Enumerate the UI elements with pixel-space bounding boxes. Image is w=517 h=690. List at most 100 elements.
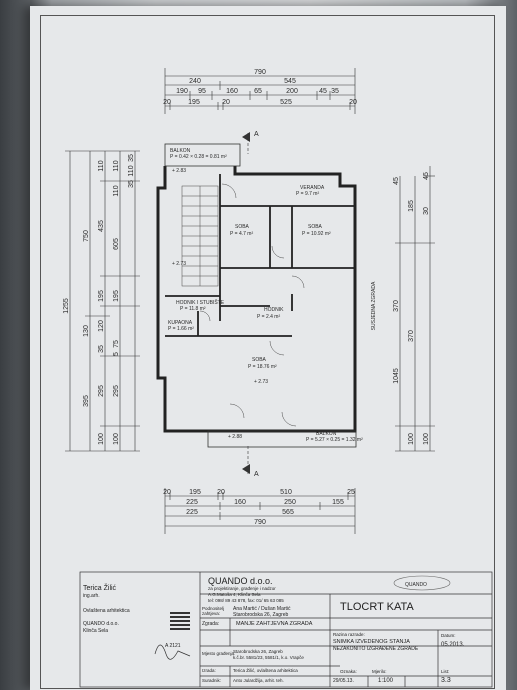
- dim-left-1255: 1255: [63, 298, 70, 314]
- room-hodnik-stubiste-area: P = 11.8 m²: [180, 306, 206, 312]
- dim-bot-225a: 225: [186, 499, 198, 506]
- dim-top-195: 195: [188, 99, 200, 106]
- dim-right-45: 45: [393, 177, 400, 185]
- quando-logo-mark: QUANDO: [393, 575, 451, 591]
- room-soba3-name: SOBA: [252, 357, 267, 363]
- author-company: QUANDO d.o.o.: [83, 621, 119, 627]
- dim-left-395: 395: [83, 395, 90, 407]
- title-block-frame: [79, 571, 493, 688]
- dim-top-790: 790: [254, 69, 266, 76]
- room-veranda-area: P = 9.7 m²: [296, 191, 319, 197]
- balcony-bottom: [207, 430, 357, 448]
- dim-top-190: 190: [176, 88, 188, 95]
- dim-bot-510: 510: [280, 489, 292, 496]
- dim-left-100b: 100: [113, 433, 120, 445]
- room-soba1-name: SOBA: [235, 224, 250, 230]
- sheet-value: 3.3: [441, 677, 451, 684]
- dim-top-20a: 20: [163, 99, 171, 106]
- dim-bot-25: 25: [347, 489, 355, 496]
- room-balkon-top-area: P = 0.42 × 0.28 = 0.81 m²: [170, 154, 227, 160]
- dim-right-370b: 370: [408, 330, 415, 342]
- dim-bot-790: 790: [254, 519, 266, 526]
- dim-left-435: 435: [98, 220, 105, 232]
- dim-left-195: 195: [98, 290, 105, 302]
- staircase: [181, 185, 219, 287]
- room-balkon-bottom-name: BALKON: [316, 431, 337, 437]
- building-label: Zgrada:: [202, 621, 220, 627]
- collaborator-label: Suradnik:: [202, 678, 222, 683]
- author-location: Klinča Sela: [83, 628, 109, 634]
- drawing-sheet: 790 240 545 190 95 160 65 200 45 35 20 1…: [30, 6, 506, 690]
- dim-top-20c: 20: [349, 99, 357, 106]
- dim-top-200: 200: [286, 88, 298, 95]
- level-mark-1: + 2.83: [172, 168, 186, 174]
- author-title: ing.arh.: [83, 593, 100, 599]
- level-mark-2: + 2.73: [172, 261, 186, 267]
- svg-text:QUANDO: QUANDO: [405, 582, 427, 588]
- dim-top-45: 45: [319, 88, 327, 95]
- location-label: Mjesto građenja:: [202, 651, 236, 656]
- signature: [154, 644, 191, 660]
- dim-left-295a: 295: [98, 385, 105, 397]
- room-hodnik-name: HODNIK: [264, 307, 284, 313]
- dim-bot-20b: 20: [217, 489, 225, 496]
- dim-left-110a: 110: [98, 160, 105, 171]
- company-desc: za projektiranje, građenje i nadzor: [208, 586, 276, 591]
- interior-walls: [165, 174, 355, 337]
- dim-right-100: 100: [408, 433, 415, 445]
- balcony-top: [164, 143, 241, 167]
- dim-left-295b: 295: [113, 385, 120, 397]
- neighbor-building-label: SUSJEDNA ZGRADA: [371, 281, 377, 330]
- scale-value: 1:100: [378, 678, 394, 684]
- dim-left-110b: 110: [113, 160, 120, 171]
- author-role: Ovlaštena arhitektica: [83, 608, 130, 614]
- dim-right-1045: 1045: [393, 368, 400, 384]
- dim-right-100b: 100: [423, 433, 430, 445]
- dim-bot-160: 160: [234, 499, 246, 506]
- author-name: Terica Žilić: [83, 585, 117, 592]
- company-tel: tel: 098/ 89 43 878, fax: 01/ 65 63 085: [208, 598, 284, 603]
- applicant-label: Podnositelj zahtjeva:: [202, 606, 225, 616]
- room-balkon-bottom-area: P = 5.27 × 0.25 = 1.32 m²: [306, 437, 363, 443]
- dim-top-545: 545: [284, 78, 296, 85]
- dim-left-130: 130: [83, 325, 90, 337]
- dim-left-100a: 100: [98, 433, 105, 445]
- dim-bot-565: 565: [282, 509, 294, 516]
- dim-left-605: 605: [113, 238, 120, 250]
- location-value-2: k.č.br. 5581/23, 5581/1, k.o. Vrapče: [233, 655, 304, 660]
- room-soba1-area: P = 4.7 m²: [230, 231, 253, 237]
- level-label: Razina razrade:: [333, 632, 365, 637]
- dim-left-110c: 110: [113, 185, 120, 196]
- dim-left-5: 5: [113, 352, 120, 356]
- dim-top-160: 160: [226, 88, 238, 95]
- room-soba3-area: P = 18.76 m²: [248, 364, 277, 370]
- code-value: 29/05.13.: [333, 678, 354, 684]
- license-number: A 2121: [165, 643, 181, 649]
- section-mark-top: A: [242, 131, 259, 154]
- floor-plan-drawing: 790 240 545 190 95 160 65 200 45 35 20 1…: [63, 68, 493, 688]
- sheet-label: List:: [441, 669, 450, 674]
- company-name: QUANDO d.o.o.: [208, 576, 273, 586]
- dim-left-750: 750: [83, 230, 90, 242]
- level-value-1: SNIMKA IZVEDENOG STANJA: [333, 639, 410, 645]
- dim-top-20b: 20: [222, 99, 230, 106]
- code-label: Oznaka:: [340, 669, 357, 674]
- dim-bot-250: 250: [284, 499, 296, 506]
- dim-left-195b: 195: [113, 290, 120, 302]
- dim-top-35: 35: [331, 88, 339, 95]
- dim-left-35a: 35: [128, 154, 135, 162]
- applicant-address: Starobrodska 26, Zagreb: [233, 612, 289, 618]
- design-value: Terica Žilić, ovlaštena arhitektica: [233, 668, 298, 673]
- dim-bot-195: 195: [189, 489, 201, 496]
- room-hodnik-stubiste-name: HODNIK I STUBIŠTE: [176, 299, 225, 306]
- svg-text:A: A: [254, 131, 259, 138]
- dim-right-370: 370: [393, 300, 400, 312]
- design-label: Izrada:: [202, 668, 216, 673]
- dim-top-240: 240: [189, 78, 201, 85]
- dim-bot-20a: 20: [163, 489, 171, 496]
- dim-top-65: 65: [254, 88, 262, 95]
- date-label: Datum:: [441, 633, 456, 638]
- dim-left-120: 120: [98, 320, 105, 332]
- room-kupaona-name: KUPAONA: [168, 320, 193, 326]
